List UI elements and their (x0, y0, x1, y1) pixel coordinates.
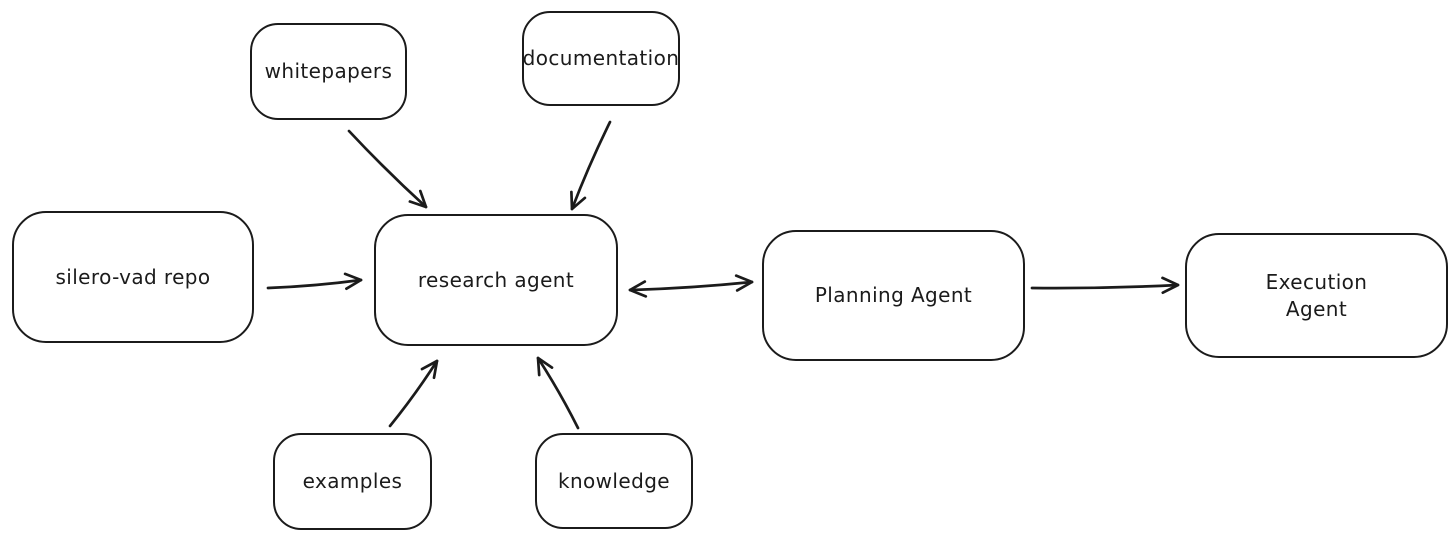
execution-agent-label: Execution Agent (1265, 269, 1368, 321)
node-examples: examples (273, 433, 432, 530)
planning-agent-label: Planning Agent (814, 283, 973, 307)
documentation-label: documentation (522, 46, 680, 70)
node-planning-agent: Planning Agent (762, 230, 1025, 361)
node-execution-agent: Execution Agent (1185, 233, 1448, 358)
edge-silero-vad-repo-to-research-agent (266, 272, 363, 291)
whitepapers-label: whitepapers (264, 59, 393, 83)
research-agent-label: research agent (417, 267, 575, 292)
edge-examples-to-research-agent (388, 359, 439, 428)
edge-documentation-to-research-agent (570, 120, 612, 211)
node-knowledge: knowledge (535, 433, 693, 529)
edge-research-agent-and-planning-agent (628, 274, 754, 298)
edge-whitepapers-to-research-agent (347, 129, 428, 209)
node-documentation: documentation (522, 11, 680, 106)
node-silero-vad-repo: silero-vad repo (12, 211, 254, 343)
silero-vad-repo-label: silero-vad repo (55, 264, 211, 289)
knowledge-label: knowledge (557, 468, 670, 493)
node-research-agent: research agent (374, 214, 618, 346)
edge-planning-agent-to-execution-agent (1030, 276, 1180, 295)
examples-label: examples (302, 469, 403, 493)
node-whitepapers: whitepapers (250, 23, 407, 120)
edge-knowledge-to-research-agent (536, 356, 580, 430)
